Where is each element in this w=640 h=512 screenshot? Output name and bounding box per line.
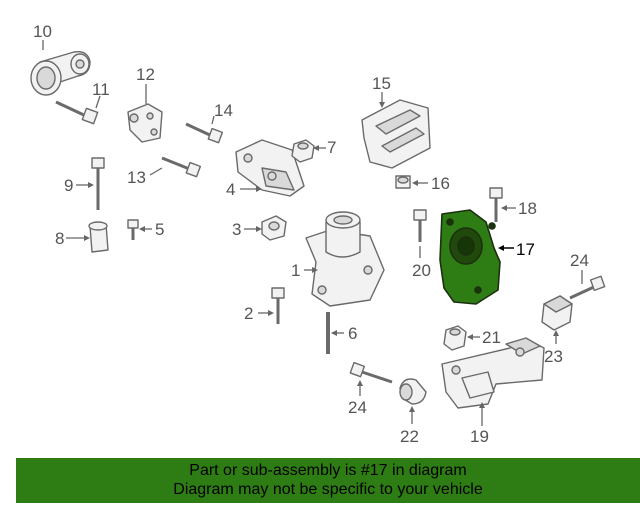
callout-3: 3 <box>232 220 241 239</box>
lead-11 <box>95 95 101 109</box>
part-10-link-bushing <box>30 51 91 96</box>
banner-line-part: Part or sub-assembly is #17 in diagram <box>189 462 467 479</box>
callout-8: 8 <box>55 229 64 248</box>
part-9-long-bolt <box>91 157 105 210</box>
callout-20: 20 <box>412 261 431 280</box>
part-24-bolt-lower <box>349 361 393 384</box>
callout-23: 23 <box>544 347 563 366</box>
part-4-mount-bracket <box>235 139 305 197</box>
part-22-bump-stop <box>399 378 427 405</box>
callout-2: 2 <box>244 304 253 323</box>
part-7-nut <box>291 139 315 163</box>
callout-21: 21 <box>482 328 501 347</box>
callout-18: 18 <box>518 199 537 218</box>
callout-4: 4 <box>226 180 235 199</box>
part-12-bracket <box>127 103 163 143</box>
part-8-bushing <box>88 221 109 253</box>
part-18-bolt <box>489 187 503 222</box>
callout-9: 9 <box>64 176 73 195</box>
part-11-bolt <box>55 100 99 125</box>
callout-22: 22 <box>400 427 419 446</box>
part-14-bolt <box>185 122 224 144</box>
callout-12: 12 <box>136 65 155 84</box>
callout-14: 14 <box>214 101 233 120</box>
part-20-bolt <box>413 209 427 242</box>
lead-13 <box>149 167 163 176</box>
callout-24-upper: 24 <box>570 251 589 270</box>
callout-6: 6 <box>348 324 357 343</box>
callout-16: 16 <box>431 174 450 193</box>
callout-15: 15 <box>372 74 391 93</box>
banner-line-disclaimer: Diagram may not be specific to your vehi… <box>173 481 483 498</box>
part-3-nut <box>261 215 287 241</box>
callout-11: 11 <box>92 80 110 99</box>
callout-5: 5 <box>155 220 164 239</box>
lead-14 <box>211 115 215 125</box>
callout-1: 1 <box>291 261 300 280</box>
part-15-heat-shield <box>361 99 431 169</box>
part-21-nut <box>443 325 467 351</box>
part-1-engine-mount <box>305 211 385 307</box>
callout-19: 19 <box>470 427 489 446</box>
part-19-rear-mount-bracket <box>441 337 545 409</box>
part-23-rubber-block <box>541 295 573 331</box>
part-24-bolt-upper <box>569 275 606 300</box>
highlight-info-banner: Part or sub-assembly is #17 in diagram D… <box>16 458 640 503</box>
callout-10: 10 <box>33 22 52 41</box>
callout-24-lower: 24 <box>348 398 367 417</box>
part-13-bolt <box>161 156 202 178</box>
part-5-small-bolt <box>127 219 139 240</box>
callout-13: 13 <box>127 168 146 187</box>
callout-7: 7 <box>327 138 336 157</box>
part-16-bolt <box>395 175 411 189</box>
part-2-bolt <box>271 287 285 324</box>
callout-17-highlighted: 17 <box>516 240 535 259</box>
part-17-transmission-mount-highlighted <box>439 209 501 305</box>
